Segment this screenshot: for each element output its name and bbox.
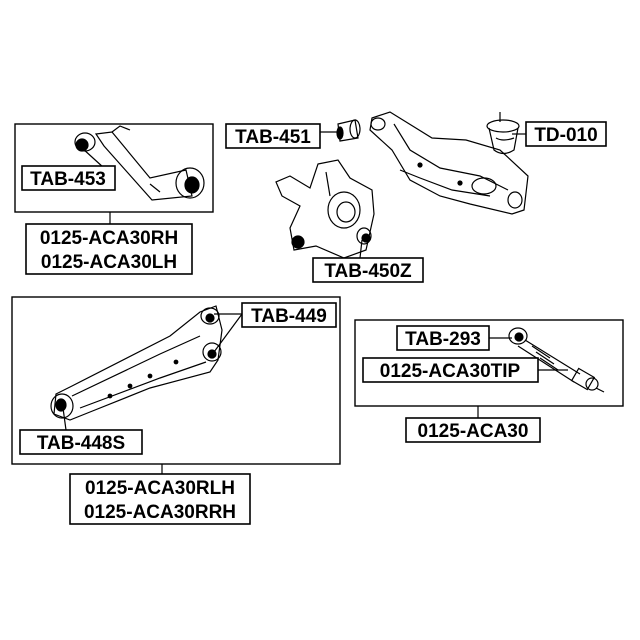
toe-link-drawing (508, 327, 605, 393)
toe-link-group-frame (354, 319, 624, 407)
label-tab-448s: TAB-448S (37, 433, 125, 454)
label-tab-451: TAB-451 (235, 127, 311, 148)
label-td-010: TD-010 (534, 125, 597, 146)
label-0125-aca30lh: 0125-ACA30LH (41, 252, 177, 273)
subframe-drawing (369, 111, 529, 215)
label-tab-453: TAB-453 (30, 169, 106, 190)
label-0125-aca30rh: 0125-ACA30RH (40, 228, 178, 249)
label-0125-aca30rlh: 0125-ACA30RLH (85, 478, 235, 499)
label-tab-293: TAB-293 (405, 329, 481, 350)
label-tab-449: TAB-449 (251, 306, 327, 327)
label-tab-450z: TAB-450Z (324, 261, 412, 282)
lower-arm-group-frame (11, 296, 341, 465)
label-0125-aca30tip: 0125-ACA30TIP (380, 361, 521, 382)
bushing-451-drawing (336, 119, 361, 142)
upper-arm-group-frame (14, 123, 214, 213)
lower-arm-drawing (50, 305, 223, 421)
leader-lines (62, 131, 568, 474)
label-0125-aca30rrh: 0125-ACA30RRH (84, 502, 236, 523)
knuckle-drawing (275, 159, 375, 259)
label-0125-aca30: 0125-ACA30 (418, 421, 529, 442)
